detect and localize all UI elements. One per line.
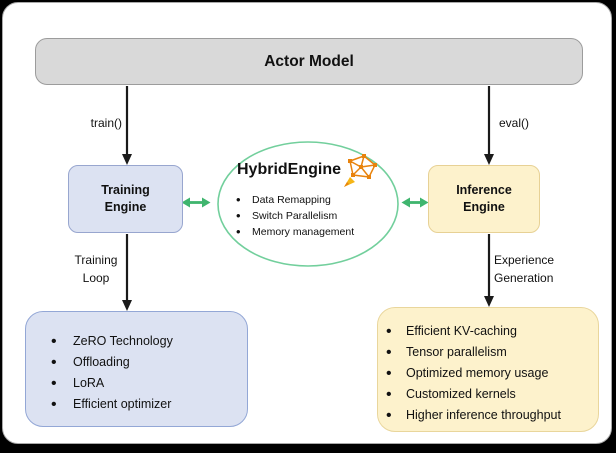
hybrid-engine-title: HybridEngine <box>236 161 341 178</box>
inference-engine-box: Inference Engine <box>428 165 540 233</box>
training-engine-label-line2: Engine <box>104 200 147 214</box>
hybrid-engine-item: Memory management <box>236 224 396 240</box>
inference-feature-item: Tensor parallelism <box>385 342 598 363</box>
inference-features-list: Efficient KV-cachingTensor parallelismOp… <box>378 308 598 426</box>
inference-feature-item: Efficient KV-caching <box>385 321 598 342</box>
train-edge-label: train() <box>90 116 122 130</box>
training-loop-label-line2: Loop <box>82 271 110 285</box>
training-features-list: ZeRO TechnologyOffloadingLoRAEfficient o… <box>26 312 247 415</box>
inference-feature-item: Higher inference throughput <box>385 405 598 426</box>
experience-generation-label-line2: Generation <box>494 271 554 285</box>
inference-feature-item: Customized kernels <box>385 384 598 405</box>
training-features-box: ZeRO TechnologyOffloadingLoRAEfficient o… <box>25 311 248 427</box>
hybrid-engine-content: HybridEngine <box>220 150 396 240</box>
network-graph-pen-icon <box>344 154 377 187</box>
training-loop-edge-label: Training Loop <box>62 251 130 287</box>
hybrid-engine-item: Data Remapping <box>236 192 396 208</box>
inference-engine-label-line1: Inference <box>456 183 512 197</box>
experience-generation-label-line1: Experience <box>494 253 555 267</box>
hybrid-engine-title-row: HybridEngine <box>220 150 396 190</box>
eval-edge-label: eval() <box>499 116 530 130</box>
training-loop-label-line1: Training <box>74 253 118 267</box>
training-engine-box: Training Engine <box>68 165 183 233</box>
actor-model-box: Actor Model <box>35 38 583 85</box>
training-engine-label-line1: Training <box>101 183 150 197</box>
inference-features-box: Efficient KV-cachingTensor parallelismOp… <box>377 307 599 432</box>
actor-model-label: Actor Model <box>264 52 354 70</box>
training-feature-item: LoRA <box>50 373 247 394</box>
training-feature-item: ZeRO Technology <box>50 331 247 352</box>
hybrid-engine-item: Switch Parallelism <box>236 208 396 224</box>
inference-feature-item: Optimized memory usage <box>385 363 598 384</box>
training-feature-item: Efficient optimizer <box>50 394 247 415</box>
hybrid-engine-item-list: Data RemappingSwitch ParallelismMemory m… <box>236 192 396 240</box>
inference-engine-label-line2: Engine <box>463 200 505 214</box>
training-feature-item: Offloading <box>50 352 247 373</box>
experience-generation-edge-label: Experience Generation <box>494 251 590 287</box>
